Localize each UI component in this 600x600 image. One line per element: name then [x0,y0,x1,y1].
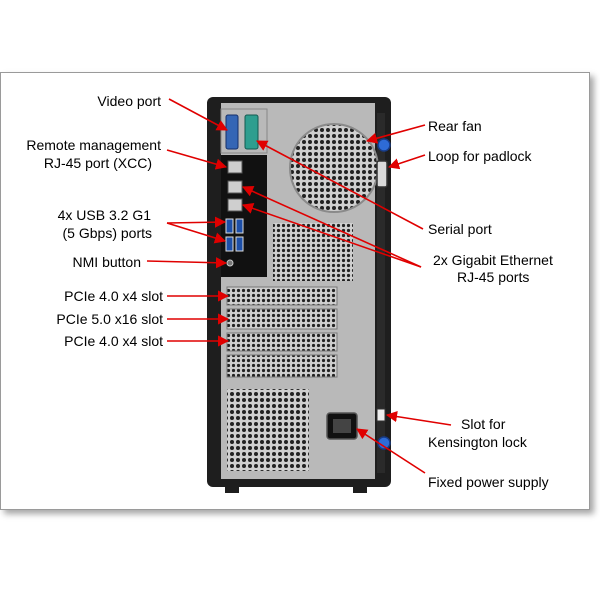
rj45-port-1 [227,180,243,194]
padlock-loop [376,160,388,188]
label-pcie-x16: PCIe 5.0 x16 slot [56,311,163,327]
usb-port-1 [225,218,234,234]
arrow-usb-1 [166,216,227,228]
label-usb-line1: 4x USB 3.2 G1 [58,207,152,223]
arrow-nmi [146,257,228,269]
label-padlock-loop: Loop for padlock [428,148,533,164]
usb-port-2 [235,218,244,234]
thumbscrew-top-icon [377,138,391,152]
pcie-slots [226,286,338,378]
top-ports [220,108,268,154]
diagram-frame: Video port Remote management RJ-45 port … [0,72,590,510]
port-frame [220,108,268,154]
label-power-supply: Fixed power supply [428,474,549,490]
label-serial-port: Serial port [428,221,492,237]
arrow-ethernet-2 [241,203,422,268]
label-kensington-line2: Kensington lock [428,434,528,450]
label-pcie-x4-top: PCIe 4.0 x4 slot [64,288,163,304]
arrow-padlock [387,154,426,170]
rj45-port-2 [227,198,243,212]
label-remote-mgmt-line1: Remote management [26,137,161,153]
io-plate-body [221,155,267,277]
chassis-foot-left [225,483,239,493]
pcie-slot-2 [226,308,338,330]
arrow-remote-mgmt [166,149,228,170]
arrow-serial [256,140,424,230]
label-nmi-button: NMI button [73,254,141,270]
arrow-ethernet-1 [241,186,422,268]
nmi-button [226,259,234,267]
label-remote-mgmt-line2: RJ-45 port (XCC) [44,155,152,171]
rear-fan [289,123,391,213]
label-usb-line2: (5 Gbps) ports [63,225,152,241]
callout-arrows [146,98,452,474]
label-video-port: Video port [97,93,161,109]
label-ethernet-line2: RJ-45 ports [457,269,529,285]
rj45-xcc-port [227,160,243,174]
pcie-slot-3 [226,332,338,352]
callout-labels: Video port Remote management RJ-45 port … [26,93,553,490]
label-ethernet-line1: 2x Gigabit Ethernet [433,252,553,268]
io-plate [221,155,267,277]
server-rear-diagram: Video port Remote management RJ-45 port … [26,93,553,493]
video-port [225,114,239,150]
power-inlet-socket [333,419,351,433]
kensington-slot [376,408,386,422]
label-rear-fan: Rear fan [428,118,482,134]
pcie-slot-4 [226,354,338,378]
pcie-slot-1 [226,286,338,306]
label-kensington-line1: Slot for [461,416,506,432]
power-supply [227,389,391,471]
arrow-power-supply [356,428,426,474]
arrow-usb-2 [166,222,227,244]
label-pcie-x4-bottom: PCIe 4.0 x4 slot [64,333,163,349]
psu-vent [227,389,309,471]
arrow-kensington [385,411,452,426]
side-rail [377,113,385,473]
serial-port [244,114,259,150]
arrow-video-port [168,98,228,131]
upper-vent [273,223,353,281]
usb-port-4 [235,236,244,252]
usb-port-3 [225,236,234,252]
arrow-rear-fan [365,124,426,144]
chassis-foot-right [353,483,367,493]
